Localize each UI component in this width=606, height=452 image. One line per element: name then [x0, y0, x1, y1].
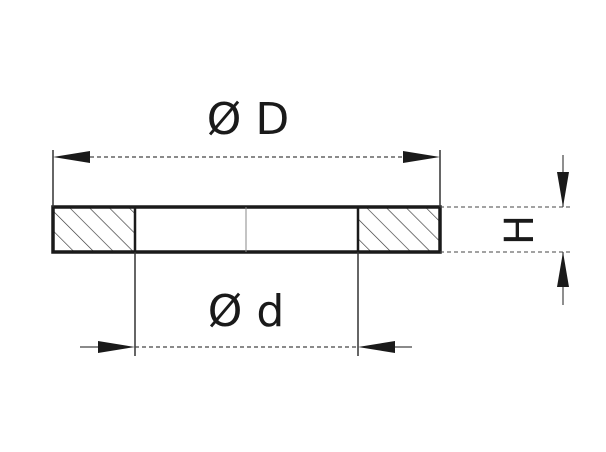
arrow-thickness-bottom	[557, 252, 569, 287]
arrow-thickness-top	[557, 172, 569, 207]
outer-diameter-label: Ø D	[207, 94, 290, 145]
outer-diameter-dimension: Ø D	[52, 94, 441, 207]
arrow-outer-right	[403, 151, 440, 163]
washer-section	[51, 205, 442, 254]
hatched-section-left	[53, 207, 135, 252]
hatched-section-right	[358, 207, 440, 252]
arrow-inner-left	[98, 341, 135, 353]
thickness-dimension: H	[440, 155, 572, 305]
inner-diameter-dimension: Ø d	[80, 252, 412, 356]
arrow-inner-right	[358, 341, 395, 353]
thickness-label: H	[497, 215, 543, 245]
arrow-outer-left	[53, 151, 90, 163]
inner-diameter-label: Ø d	[208, 286, 285, 337]
